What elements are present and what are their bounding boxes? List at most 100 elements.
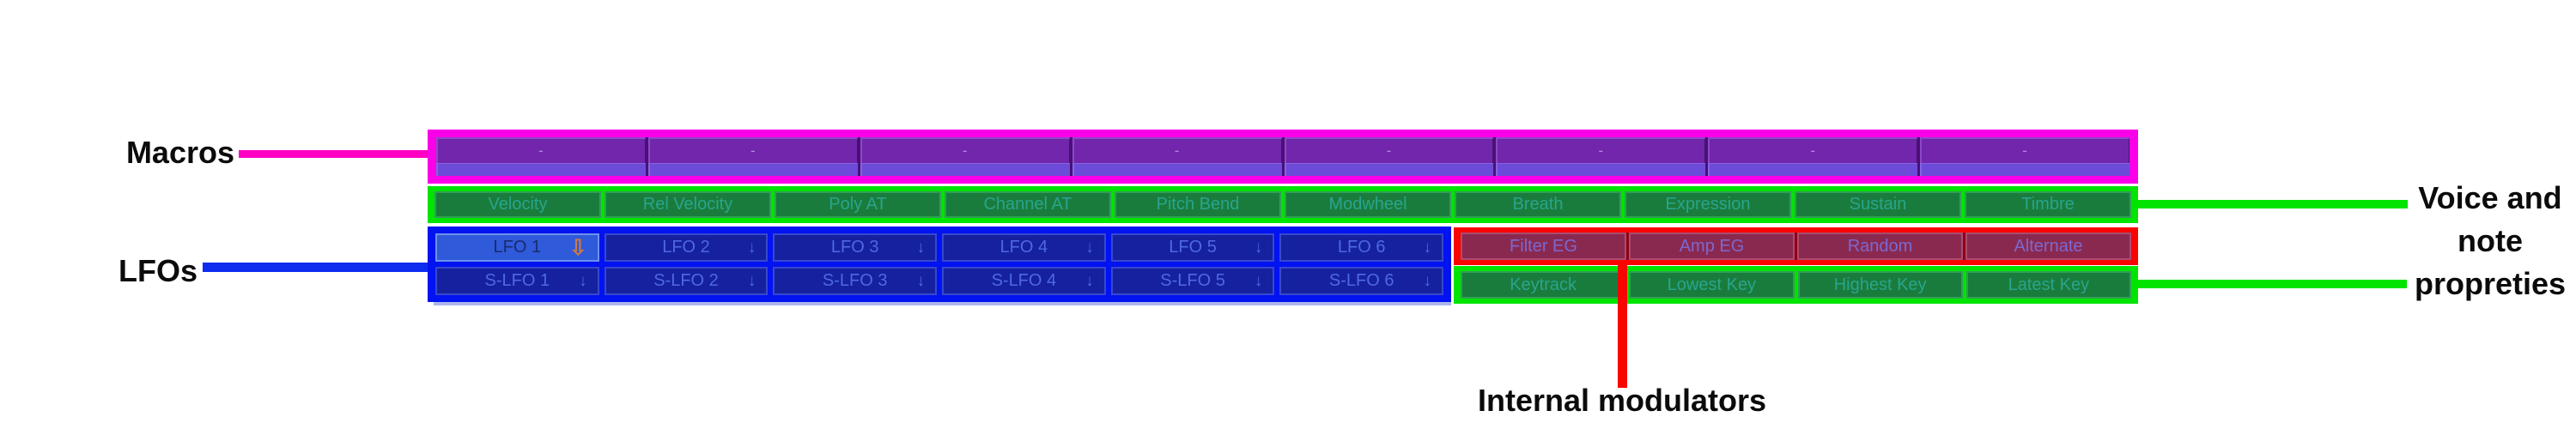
macro-slider-strip[interactable]	[1072, 163, 1282, 176]
lfo-1-label: LFO 1	[493, 238, 542, 257]
lfo-row: LFO 1 ⇩ LFO 2 ↓ LFO 3 ↓ LFO 4 ↓ LFO 5 ↓ LFO 6…	[435, 233, 1444, 262]
mod-source-lowest-key[interactable]: Lowest Key	[1629, 271, 1795, 299]
voice-row-annotation-box: Velocity Rel Velocity Poly AT Channel AT…	[428, 186, 2138, 223]
slfo-3-label: S-LFO 3	[822, 271, 888, 290]
macro-slot-7[interactable]: -	[1708, 137, 1918, 176]
mod-source-keytrack[interactable]: Keytrack	[1461, 271, 1626, 299]
lfo-5-label: LFO 5	[1169, 238, 1217, 257]
macro-slider-strip[interactable]	[1708, 163, 1918, 176]
macro-slot-4[interactable]: -	[1072, 137, 1282, 176]
slfo-4-button[interactable]: S-LFO 4 ↓	[942, 267, 1106, 295]
down-arrow-icon[interactable]: ↓	[916, 271, 926, 290]
lfos-annotation-line	[203, 263, 428, 272]
macro-slider-strip[interactable]	[1920, 163, 2129, 176]
macro-slot-value: -	[1174, 142, 1180, 159]
macro-slider-strip[interactable]	[436, 163, 646, 176]
down-arrow-icon[interactable]: ↓	[1254, 238, 1263, 257]
voice-mod-source-row: Velocity Rel Velocity Poly AT Channel AT…	[434, 191, 2131, 218]
macro-slot-value: -	[750, 142, 756, 159]
down-arrow-icon[interactable]: ↓	[1085, 271, 1094, 290]
mod-source-channel-at[interactable]: Channel AT	[945, 191, 1111, 218]
down-arrow-icon[interactable]: ↓	[1423, 238, 1432, 257]
macro-slot-value: -	[962, 142, 968, 159]
macro-slot-value: -	[1598, 142, 1604, 159]
lfo-3-label: LFO 3	[830, 238, 879, 257]
down-arrow-icon[interactable]: ↓	[747, 271, 756, 290]
internal-mod-row: Filter EG Amp EG Random Alternate	[1461, 233, 2131, 260]
internal-modulators-annotation-label: Internal modulators	[1477, 383, 1767, 418]
mod-source-velocity[interactable]: Velocity	[434, 191, 601, 218]
mod-source-amp-eg[interactable]: Amp EG	[1629, 233, 1795, 260]
slfo-row: S-LFO 1 ↓ S-LFO 2 ↓ S-LFO 3 ↓ S-LFO 4 ↓ S-LF…	[435, 267, 1444, 295]
voice-note-annotation-label: Voice and note propreties	[2414, 180, 2567, 301]
mod-source-alternate[interactable]: Alternate	[1965, 233, 2131, 260]
lfo-2-label: LFO 2	[662, 238, 710, 257]
down-arrow-icon[interactable]: ↓	[1254, 271, 1263, 290]
mod-source-expression[interactable]: Expression	[1625, 191, 1791, 218]
down-arrow-icon[interactable]: ↓	[916, 238, 926, 257]
slfo-1-label: S-LFO 1	[484, 271, 550, 290]
mod-source-random[interactable]: Random	[1797, 233, 1963, 260]
slfo-1-button[interactable]: S-LFO 1 ↓	[435, 267, 599, 295]
macro-slider-strip[interactable]	[860, 163, 1070, 176]
macros-annotation-label: Macros	[125, 135, 234, 170]
mod-source-sustain[interactable]: Sustain	[1795, 191, 1961, 218]
mod-source-highest-key[interactable]: Highest Key	[1797, 271, 1963, 299]
lfos-annotation-box: LFO 1 ⇩ LFO 2 ↓ LFO 3 ↓ LFO 4 ↓ LFO 5 ↓ LFO 6…	[428, 227, 1451, 302]
lfo-block: LFO 1 ⇩ LFO 2 ↓ LFO 3 ↓ LFO 4 ↓ LFO 5 ↓ LFO 6…	[435, 233, 1444, 295]
slfo-5-button[interactable]: S-LFO 5 ↓	[1110, 267, 1275, 295]
down-arrow-icon[interactable]: ↓	[747, 238, 756, 257]
macro-slot-8[interactable]: -	[1920, 137, 2129, 176]
lfo-6-label: LFO 6	[1337, 238, 1386, 257]
macro-slot-value: -	[1386, 142, 1392, 159]
down-arrow-icon[interactable]: ↓	[579, 271, 587, 290]
mod-source-breath[interactable]: Breath	[1455, 191, 1621, 218]
mod-source-pitch-bend[interactable]: Pitch Bend	[1115, 191, 1281, 218]
macro-slider-strip[interactable]	[1496, 163, 1706, 176]
macros-annotation-line	[239, 150, 428, 158]
slfo-4-label: S-LFO 4	[991, 271, 1057, 290]
slfo-6-label: S-LFO 6	[1328, 271, 1394, 290]
voice-note-annotation-line-top	[2138, 200, 2408, 208]
note-row-annotation-box: Keytrack Lowest Key Highest Key Latest K…	[1454, 266, 2138, 304]
macros-annotation-box: - - - - - - - -	[428, 130, 2138, 184]
slfo-2-label: S-LFO 2	[653, 271, 719, 290]
slfo-6-button[interactable]: S-LFO 6 ↓	[1279, 267, 1444, 295]
slfo-3-button[interactable]: S-LFO 3 ↓	[773, 267, 938, 295]
voice-note-annotation-line-bottom	[2138, 280, 2407, 288]
macro-slider-strip[interactable]	[647, 163, 858, 176]
lfo-4-label: LFO 4	[999, 238, 1048, 257]
mod-source-timbre[interactable]: Timbre	[1965, 191, 2131, 218]
lfo-6-button[interactable]: LFO 6 ↓	[1279, 233, 1444, 262]
lfos-annotation-label: LFOs	[118, 253, 197, 288]
lfo-4-button[interactable]: LFO 4 ↓	[942, 233, 1106, 262]
macro-slot-value: -	[1810, 142, 1816, 159]
macro-slot-3[interactable]: -	[860, 137, 1070, 176]
down-arrow-icon[interactable]: ⇩	[568, 235, 587, 260]
macro-slot-5[interactable]: -	[1284, 137, 1494, 176]
mod-source-rel-velocity[interactable]: Rel Velocity	[605, 191, 771, 218]
lfo-1-button[interactable]: LFO 1 ⇩	[435, 233, 599, 262]
down-arrow-icon[interactable]: ↓	[1085, 238, 1094, 257]
mod-source-poly-at[interactable]: Poly AT	[775, 191, 941, 218]
macro-slot-value: -	[538, 142, 544, 159]
macro-slot-2[interactable]: -	[647, 137, 858, 176]
slfo-2-button[interactable]: S-LFO 2 ↓	[604, 267, 769, 295]
macro-slot-value: -	[2022, 142, 2027, 159]
lfo-5-button[interactable]: LFO 5 ↓	[1110, 233, 1275, 262]
lfo-3-button[interactable]: LFO 3 ↓	[773, 233, 938, 262]
macro-slot-1[interactable]: -	[436, 137, 646, 176]
mod-source-latest-key[interactable]: Latest Key	[1965, 271, 2131, 299]
macro-row: - - - - - - - -	[436, 137, 2129, 176]
down-arrow-icon[interactable]: ↓	[1423, 271, 1432, 290]
panel-bottom-edge	[434, 302, 1451, 305]
internal-modulators-annotation-line	[1618, 262, 1627, 388]
lfo-2-button[interactable]: LFO 2 ↓	[604, 233, 769, 262]
macro-slot-6[interactable]: -	[1496, 137, 1706, 176]
slfo-5-label: S-LFO 5	[1160, 271, 1225, 290]
mod-source-modwheel[interactable]: Modwheel	[1285, 191, 1451, 218]
mod-source-filter-eg[interactable]: Filter EG	[1461, 233, 1626, 260]
note-mod-source-row: Keytrack Lowest Key Highest Key Latest K…	[1461, 271, 2131, 299]
macro-slider-strip[interactable]	[1284, 163, 1494, 176]
internal-modulators-annotation-box: Filter EG Amp EG Random Alternate	[1454, 227, 2138, 265]
